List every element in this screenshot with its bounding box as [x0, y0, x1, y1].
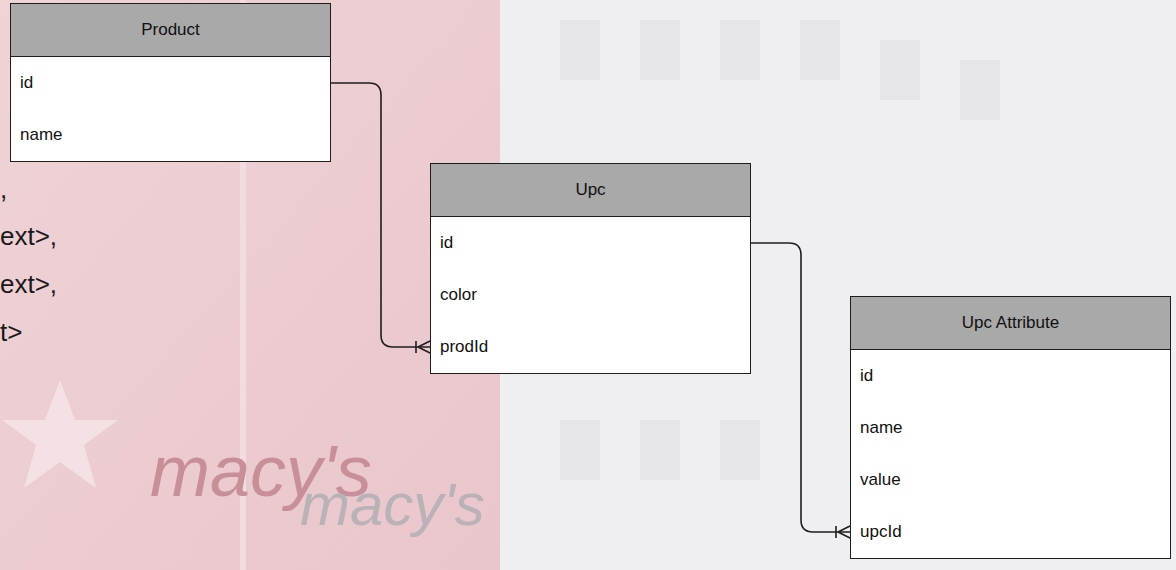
table-row: upcId — [851, 506, 1170, 558]
connector-path — [331, 83, 430, 347]
table-row: value — [851, 454, 1170, 506]
connector-path — [751, 243, 850, 532]
field-name: name — [20, 125, 63, 144]
table-row: id — [11, 57, 330, 109]
table-row: prodId — [431, 321, 750, 373]
slide-text-fragment: ext>, — [0, 221, 57, 252]
entity-table: Product id name — [10, 3, 331, 162]
store-facade — [0, 0, 500, 570]
slide-text-fragment: , — [0, 174, 7, 205]
field-name: name — [860, 418, 903, 437]
field-name: id — [440, 233, 453, 252]
watermark-text: macy's — [300, 470, 485, 539]
field-name: upcId — [860, 522, 902, 541]
table-name: Upc Attribute — [962, 313, 1059, 332]
table-row: name — [851, 402, 1170, 454]
table-row: name — [11, 109, 330, 161]
table-header: Upc — [431, 164, 750, 217]
table-header: Product — [11, 4, 330, 57]
slide-text-fragment: t> — [0, 317, 22, 348]
relationship-line — [751, 243, 850, 538]
field-name: value — [860, 470, 901, 489]
table-name: Product — [141, 20, 200, 39]
entity-table: Upc id color prodId — [430, 163, 751, 374]
slide-text-fragment: ext>, — [0, 269, 57, 300]
field-name: id — [860, 366, 873, 385]
table-name: Upc — [575, 180, 605, 199]
relationship-line — [331, 83, 430, 353]
field-name: prodId — [440, 337, 488, 356]
table-header: Upc Attribute — [851, 297, 1170, 350]
crow-foot-many — [836, 526, 850, 538]
star-symbol — [2, 380, 118, 488]
table-row: id — [851, 350, 1170, 402]
table-row: id — [431, 217, 750, 269]
entity-table: Upc Attribute id name value upcId — [850, 296, 1171, 559]
field-name: color — [440, 285, 477, 304]
table-row: color — [431, 269, 750, 321]
field-name: id — [20, 73, 33, 92]
crow-foot-many — [416, 341, 430, 353]
